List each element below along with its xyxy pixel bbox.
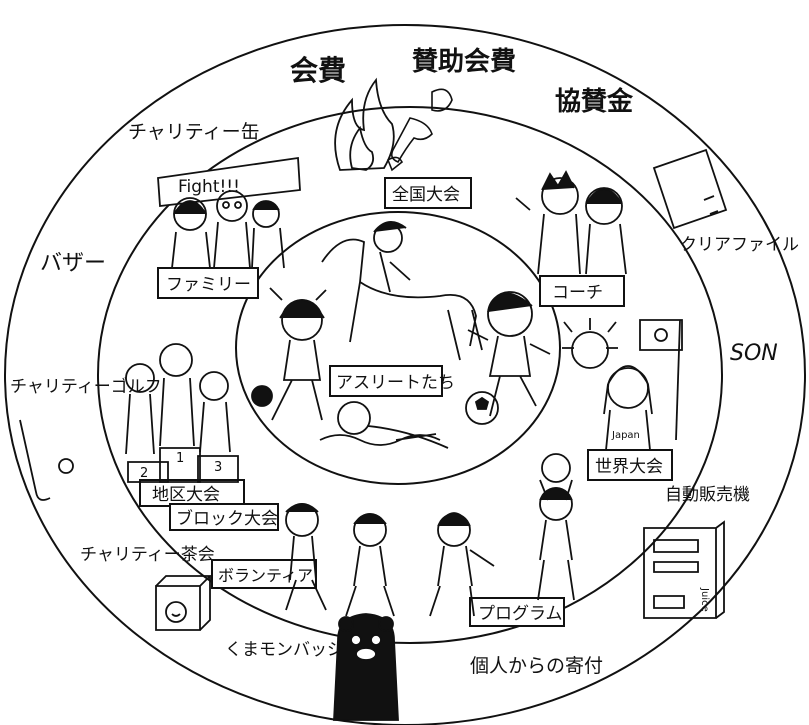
outer-ring [4, 24, 806, 725]
label-kyosankin: 協賛金 [555, 86, 634, 117]
label-family: ファミリー [166, 275, 251, 295]
label-chiku: 地区大会 [152, 485, 220, 505]
label-charity-can: チャリティー缶 [128, 121, 260, 143]
vending-machine-icon: Juice [643, 520, 725, 619]
japan-shirt-text: Japan [611, 430, 640, 441]
box-athletes: アスリートたち [329, 365, 455, 397]
soccer-boy-illustration [465, 291, 551, 425]
golf-club-icon [19, 419, 74, 501]
kumamon-icon [333, 613, 399, 721]
label-sanjo-kaihi: 賛助会費 [412, 47, 516, 77]
podium-illustration: 2 1 3 [125, 343, 239, 483]
label-volunteer: ボランティア [218, 566, 313, 585]
label-block: ブロック大会 [176, 508, 278, 529]
program-illustration [429, 453, 575, 617]
juice-text: Juice [699, 587, 710, 612]
label-kumamon-badge: くまモンバッジ [225, 640, 344, 660]
box-volunteer: ボランティア [211, 559, 317, 589]
label-coach: コーチ [552, 283, 603, 303]
label-athletes: アスリートたち [336, 373, 455, 393]
label-clear-file: クリアファイル [680, 235, 799, 255]
label-charity-golf: チャリティーゴルフ [10, 376, 162, 397]
family-illustration: Fight!!! [157, 156, 301, 269]
label-kojin-kifu: 個人からの寄付 [470, 655, 603, 677]
box-family: ファミリー [157, 267, 259, 299]
label-program: プログラム [478, 604, 563, 624]
clear-file-icon [652, 148, 728, 230]
box-sekai: 世界大会 [587, 449, 673, 481]
podium-3: 3 [214, 460, 222, 475]
box-chiku: 地区大会 [139, 479, 245, 507]
box-coach: コーチ [539, 275, 625, 307]
banner-text: Fight!!! [178, 177, 240, 197]
label-charity-tea: チャリティー茶会 [80, 545, 215, 565]
box-program: プログラム [469, 597, 565, 627]
coach-illustration [515, 170, 627, 275]
label-zenkoku: 全国大会 [392, 185, 460, 205]
horse-rider-illustration [321, 221, 483, 361]
world-girl-illustration: Japan [562, 318, 683, 451]
label-vending-machine: 自動販売機 [665, 485, 750, 505]
podium-2: 2 [140, 466, 148, 481]
label-sekai: 世界大会 [595, 457, 663, 477]
label-bazaar: バザー [40, 251, 106, 276]
box-zenkoku: 全国大会 [384, 177, 472, 209]
podium-1: 1 [176, 451, 184, 466]
label-kaihi: 会費 [290, 54, 346, 87]
box-block: ブロック大会 [169, 503, 279, 531]
middle-ring [97, 106, 723, 644]
swimmer-illustration [319, 401, 449, 449]
flame-icon [334, 77, 395, 171]
japan-map-icon [387, 88, 453, 172]
volunteer-illustration [285, 503, 395, 617]
girl-athlete-illustration [251, 287, 327, 421]
charity-box-icon [155, 575, 213, 631]
inner-ring [235, 211, 561, 485]
label-son: SON [730, 341, 778, 366]
